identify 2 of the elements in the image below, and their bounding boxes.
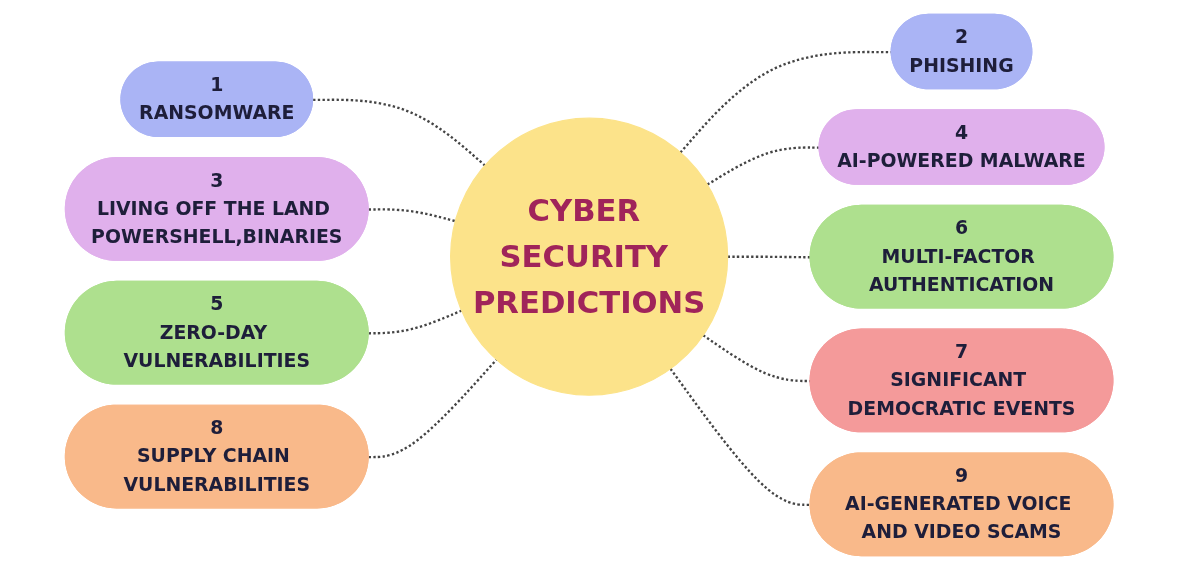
connector	[313, 98, 487, 166]
node-circle: CYBER SECURITY PREDICTIONS	[450, 117, 729, 396]
